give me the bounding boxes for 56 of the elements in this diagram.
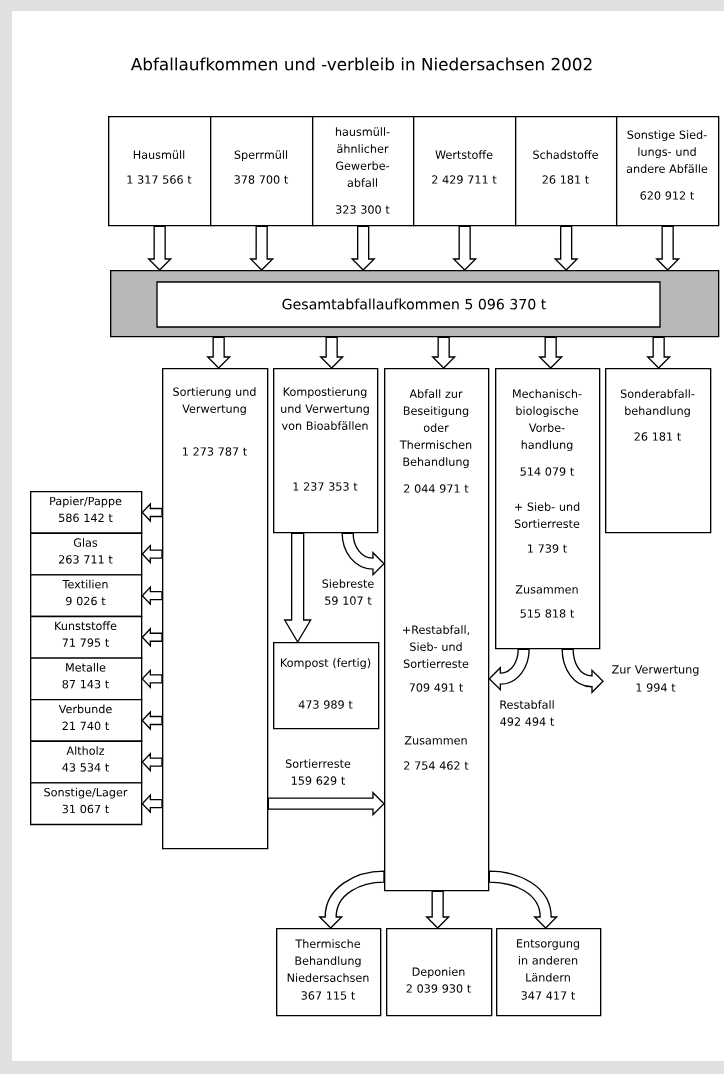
block-arrow — [425, 890, 451, 929]
edge-label: Siebreste 59 107 t — [313, 577, 383, 607]
destination-box: Thermische Behandlung Niedersachsen 367 115 t — [276, 928, 382, 1017]
block-arrow — [655, 225, 681, 271]
destination-box: Entsorgung in anderen Ländern 347 417 t — [496, 928, 602, 1017]
edge-label: Sortierreste 159 629 t — [275, 757, 361, 787]
source-box: Hausmüll 1 317 566 t — [108, 116, 212, 227]
material-box: Altholz 43 534 t — [30, 740, 143, 784]
process-box: Mechanisch-biologische Vorbe-handlung 514 079 t + Sieb- und Sortierreste 1 739 t Zusammen 515 818 t — [495, 368, 601, 650]
material-box: Textilien 9 026 t — [30, 574, 143, 618]
block-arrow — [553, 225, 579, 271]
block-arrow — [267, 791, 385, 817]
block-arrow — [646, 336, 672, 369]
block-arrow — [431, 336, 457, 369]
block-arrow — [319, 870, 385, 929]
block-arrow — [341, 532, 385, 576]
block-arrow — [350, 225, 376, 271]
process-column: Abfall zur Beseitigung oder Thermischen Behandlung 2 044 971 t +Restabfall, Sieb- und Sortierreste 709 491 t Zusammen 2 754 462 t — [384, 368, 490, 892]
product-box: Kompost (fertig) 473 989 t — [273, 642, 380, 730]
block-arrow — [141, 502, 163, 523]
block-arrow — [538, 336, 564, 369]
material-box: Kunststoffe 71 795 t — [30, 615, 143, 659]
source-box: Wertstoffe 2 429 711 t — [413, 116, 517, 227]
process-box: Kompostierung und Verwertung von Bioabfällen 1 237 353 t — [273, 368, 379, 534]
block-arrow — [488, 870, 558, 929]
block-arrow — [249, 225, 275, 271]
material-box: Verbunde 21 740 t — [30, 699, 143, 742]
block-arrow — [141, 585, 163, 606]
material-box: Glas 263 711 t — [30, 532, 143, 576]
block-arrow — [141, 710, 163, 731]
block-arrow — [141, 751, 163, 773]
title: Abfallaufkommen und -verbleib in Niedersachsen 2002 — [130, 57, 592, 71]
block-arrow — [283, 532, 312, 644]
block-arrow — [319, 336, 345, 369]
block-arrow — [141, 543, 163, 565]
block-arrow — [141, 627, 163, 648]
source-box: Sperrmüll 378 700 t — [210, 116, 314, 227]
outflow-text: Zur Verwertung 1 994 t — [612, 665, 699, 692]
block-arrow — [141, 793, 163, 814]
material-box: Metalle 87 143 t — [30, 657, 143, 701]
block-arrow — [561, 648, 604, 693]
process-column: Sortierung und Verwertung 1 273 787 t — [162, 368, 269, 850]
material-box: Sonstige/Lager 31 067 t — [30, 782, 143, 826]
block-arrow — [147, 225, 173, 271]
block-arrow — [206, 336, 232, 369]
source-box: hausmüll-ähnlicher Gewerbe-abfall 323 300 t — [312, 116, 415, 227]
block-arrow — [141, 668, 163, 690]
source-box: Schadstoffe 26 181 t — [515, 116, 618, 227]
process-box: Sonderabfall-behandlung 26 181 t — [605, 368, 712, 534]
source-box: Sonstige Sied-lungs- und andere Abfälle 620 912 t — [616, 116, 720, 227]
total-band: Gesamtabfallaufkommen 5 096 370 t — [110, 270, 720, 338]
material-box: Papier/Pappe 586 142 t — [30, 491, 143, 534]
block-arrow — [488, 648, 530, 691]
block-arrow — [452, 225, 478, 271]
destination-box: Deponien 2 039 930 t — [386, 928, 493, 1017]
edge-label: Restabfall 492 494 t — [492, 698, 562, 728]
